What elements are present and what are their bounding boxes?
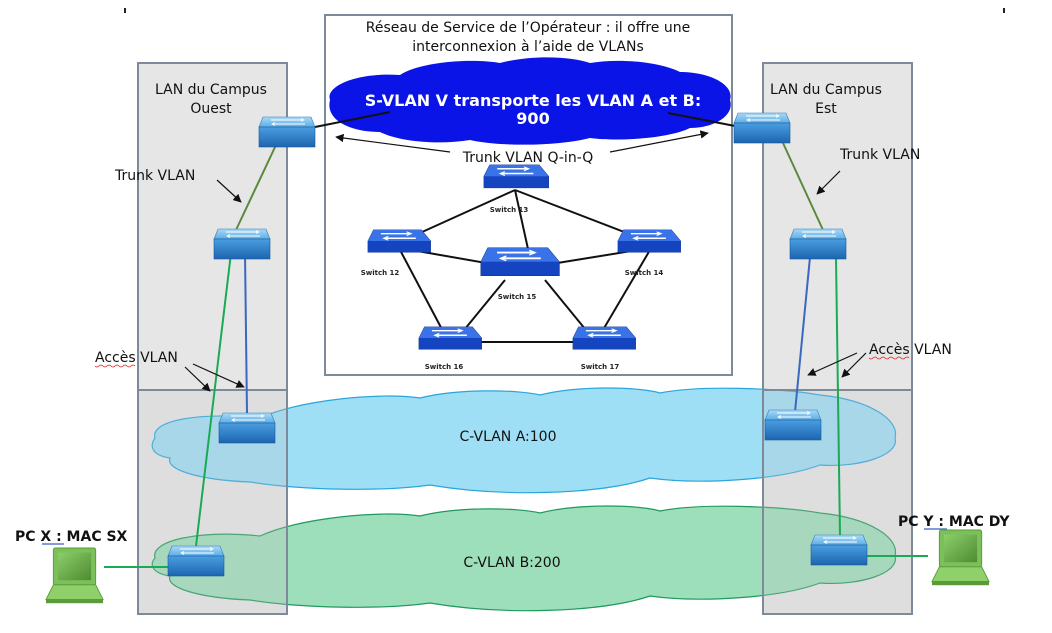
pc-y-label: PC Y : MAC DY: [898, 514, 1010, 530]
west-access-link-b: [195, 252, 232, 547]
core-switch-14: [617, 229, 682, 253]
cvlan-a-label: C-VLAN A:100: [460, 429, 557, 445]
campus-west-title-line2: Ouest: [190, 101, 232, 117]
operator-title-line1: Réseau de Service de l’Opérateur : il of…: [366, 20, 690, 36]
west-trunk-arrow: [216, 179, 242, 203]
east-access-arrow-2: [841, 352, 867, 378]
east-access-label: Accès VLAN: [869, 342, 952, 358]
west-trunk-label: Trunk VLAN: [114, 168, 195, 184]
cvlan-b-label: C-VLAN B:200: [463, 555, 560, 571]
spellcheck-underline: [868, 356, 910, 360]
link-west-edge-to-svlan: [314, 111, 391, 128]
tick-mark: [124, 8, 126, 13]
east-access-switch-a: [764, 409, 822, 441]
east-trunk-link: [782, 142, 824, 231]
west-access-link-a: [244, 252, 248, 414]
east-access-link-b: [835, 256, 841, 536]
link-east-edge-to-svlan: [667, 112, 736, 127]
campus-east-title-line2: Est: [815, 101, 837, 117]
spellcheck-underline: [94, 364, 136, 368]
core-switch-13: [483, 164, 550, 189]
operator-title-line2: interconnexion à l’aide de VLANs: [412, 39, 644, 55]
east-distribution-switch: [789, 228, 847, 260]
core-switch-17-label: Switch 17: [581, 363, 620, 371]
west-distribution-switch: [213, 228, 271, 260]
pc-x-label: PC X : MAC SX: [15, 529, 128, 545]
svlan-label-line1: S-VLAN V transporte les VLAN A et B:: [365, 91, 702, 110]
core-switch-12-label: Switch 12: [361, 269, 400, 277]
trunk-qinq-label: Trunk VLAN Q-in-Q: [462, 150, 594, 166]
qinq-arrow-right: [609, 130, 709, 153]
svlan-label-line2: 900: [516, 109, 549, 128]
east-edge-switch: [733, 112, 791, 144]
east-access-link-a: [794, 256, 811, 413]
west-access-switch-a: [218, 412, 276, 444]
pc-x-laptop-icon: [45, 547, 104, 604]
core-switch-15-label: Switch 15: [498, 293, 537, 301]
east-access-switch-b: [810, 534, 868, 566]
campus-west-box: [137, 62, 288, 615]
west-access-label: Accès VLAN: [95, 350, 178, 366]
qinq-arrow-left: [335, 133, 451, 153]
svlan-cloud: [329, 57, 731, 145]
core-switch-15: [480, 247, 561, 277]
east-trunk-arrow: [816, 170, 841, 195]
west-trunk-link: [235, 144, 277, 231]
core-switch-17: [572, 326, 637, 350]
west-access-arrow-1: [184, 366, 211, 392]
west-access-switch-b: [167, 545, 225, 577]
core-switch-16: [418, 326, 483, 350]
east-trunk-label: Trunk VLAN: [839, 147, 920, 163]
core-switch-12: [367, 229, 432, 253]
tick-mark: [1003, 8, 1005, 13]
core-switch-14-label: Switch 14: [625, 269, 664, 277]
cvlan-a-cloud: [151, 387, 897, 494]
core-switch-13-label: Switch 13: [490, 206, 529, 214]
core-switch-16-label: Switch 16: [425, 363, 464, 371]
campus-west-title-line1: LAN du Campus: [155, 82, 267, 98]
east-access-arrow-1: [807, 352, 858, 376]
campus-east-title-line1: LAN du Campus: [770, 82, 882, 98]
west-access-arrow-2: [192, 363, 245, 388]
pc-y-laptop-icon: [931, 529, 990, 586]
west-edge-switch: [258, 116, 316, 148]
